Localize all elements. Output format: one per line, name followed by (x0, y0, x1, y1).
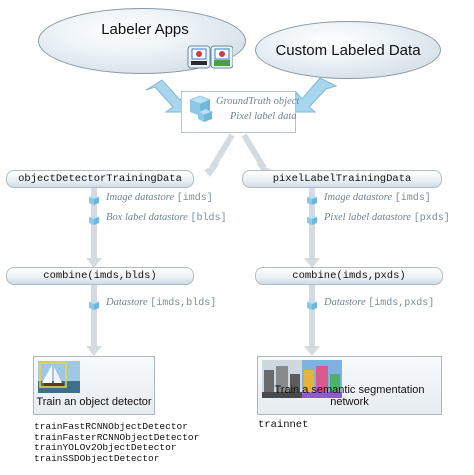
object-detector-card-title: Train an object detector (36, 396, 152, 408)
right-out2-var: [pxds] (413, 213, 450, 224)
pixel-label-training-data-label: pixelLabelTrainingData (272, 173, 412, 185)
left-box-label-datastore-note: Box label datastore [blds] (106, 212, 227, 224)
groundtruth-line2: Pixel label data (230, 111, 297, 122)
object-detector-card: Train an object detector (33, 356, 155, 415)
right-datastore-note: Datastore [imds,pxds] (324, 297, 434, 309)
left-out2-label: Box label datastore (106, 212, 188, 223)
sailboat-image-icon (38, 361, 80, 393)
labeler-app-icon (187, 45, 233, 69)
right-out1-var: [imds] (394, 193, 431, 204)
arrow-custom-to-gt (294, 77, 338, 113)
right-pixel-label-datastore-note: Pixel label datastore [pxds] (324, 212, 450, 224)
right-out2-cube-icon (307, 215, 317, 225)
detector-function-item: trainFasterRCNNObjectDetector (34, 431, 200, 443)
arrow-labeler-to-gt (145, 79, 187, 113)
left-combine-node: combine(imds,blds) (6, 267, 194, 285)
right-combine-node: combine(imds,pxds) (255, 267, 443, 285)
right-combine-label: combine(imds,pxds) (292, 270, 406, 282)
right-out1-label: Image datastore (324, 192, 393, 203)
pixel-label-training-data-node: pixelLabelTrainingData (242, 170, 442, 188)
left-ds-label: Datastore (106, 297, 148, 308)
left-out1-cube-icon (89, 195, 99, 205)
right-image-datastore-note: Image datastore [imds] (324, 192, 431, 204)
segmentation-card-title: Train a semantic segmentation network (274, 384, 425, 408)
left-out1-label: Image datastore (106, 192, 175, 203)
right-ds-label: Datastore (324, 297, 366, 308)
segmentation-card: Train a semantic segmentation network (257, 356, 442, 415)
left-out2-cube-icon (89, 215, 99, 225)
left-datastore-note: Datastore [imds,blds] (106, 297, 216, 309)
left-out2-var: [blds] (190, 213, 227, 224)
left-ds-var: [imds,blds] (150, 298, 217, 309)
detector-function-list: trainFastRCNNObjectDetector trainFasterR… (34, 421, 200, 464)
segmentation-function-list: trainnet (258, 420, 308, 431)
left-combine-label: combine(imds,blds) (43, 270, 157, 282)
labeler-apps-label: Labeler Apps (101, 20, 189, 38)
groundtruth-node: GroundTruth object Pixel label data (181, 91, 300, 133)
right-out1-cube-icon (307, 195, 317, 205)
arrow-right-combine-to-card (304, 285, 320, 356)
cube-icon (188, 95, 214, 122)
detector-function-item: trainSSDObjectDetector (34, 452, 160, 464)
object-detector-training-data-label: objectDetectorTrainingData (18, 173, 182, 185)
custom-labeled-data-node: Custom Labeled Data (255, 21, 441, 79)
arrow-left-combine-to-card (86, 285, 102, 356)
left-image-datastore-note: Image datastore [imds] (106, 192, 213, 204)
detector-function-item: trainFastRCNNObjectDetector (34, 421, 188, 432)
segmentation-function-item: trainnet (258, 419, 309, 431)
object-detector-training-data-node: objectDetectorTrainingData (6, 170, 194, 188)
left-out1-var: [imds] (176, 193, 213, 204)
detector-function-item: trainYOLOv2ObjectDetector (34, 442, 177, 453)
right-ds-var: [imds,pxds] (368, 298, 435, 309)
groundtruth-line1: GroundTruth object (216, 96, 300, 107)
custom-labeled-data-label: Custom Labeled Data (275, 41, 421, 59)
right-ds-cube-icon (307, 300, 317, 310)
right-out2-label: Pixel label datastore (324, 212, 412, 223)
street-scene-image-icon (262, 360, 342, 398)
labeler-apps-node: Labeler Apps (38, 8, 246, 74)
left-ds-cube-icon (89, 300, 99, 310)
arrow-gt-to-left (204, 133, 235, 177)
